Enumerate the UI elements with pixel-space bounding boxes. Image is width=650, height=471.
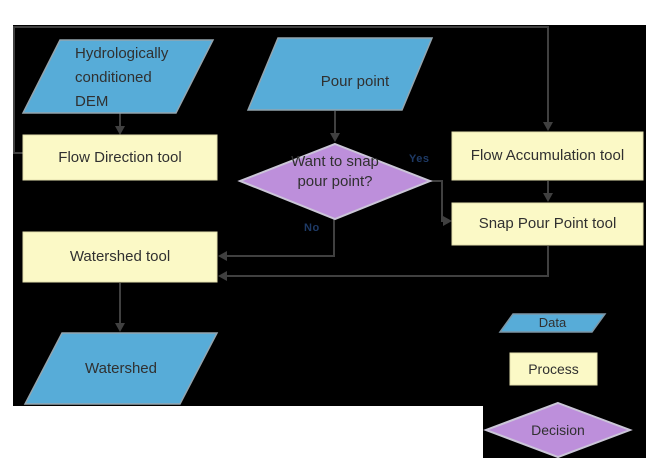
decision-label: Want to snap pour point? (245, 152, 425, 192)
flow-direction-label: Flow Direction tool (58, 149, 182, 166)
pour-point-label: Pour point (320, 73, 390, 90)
legend-data-label: Data (538, 315, 567, 330)
flow-accumulation-box (451, 131, 644, 181)
no-branch-label: No (304, 222, 320, 234)
connector-decision-yes-to-snap (430, 180, 443, 222)
yes-branch-label: Yes (409, 153, 430, 165)
arrowhead-snap-into-watershed-tool (218, 271, 227, 281)
arrowhead-no-into-watershed-tool (218, 251, 227, 261)
legend-process-box (509, 352, 598, 386)
arrowhead-into-flow-accumulation (543, 122, 553, 131)
arrowhead-into-snap-top (543, 193, 553, 202)
connector-snap-to-watershed-tool (227, 246, 549, 277)
watershed-tool-box (22, 231, 218, 283)
legend-decision-label: Decision (531, 422, 585, 438)
dem-label-line2: conditioned (75, 69, 152, 86)
legend-decision-diamond (483, 401, 633, 459)
dem-label-line3: DEM (75, 93, 109, 110)
connector-flow-direction-to-flow-accumulation (13, 26, 549, 154)
dem-label-line1: Hydrologically (75, 45, 169, 62)
connector-decision-no-to-watershed-tool (227, 219, 335, 257)
legend-process-label: Process (528, 361, 579, 377)
snap-pour-point-label: Snap Pour Point tool (478, 215, 617, 232)
flow-accumulation-label: Flow Accumulation tool (470, 147, 625, 164)
decision-label-line2: pour point? (297, 173, 373, 190)
legend-data-parallelogram (498, 313, 607, 333)
arrowhead-into-snap-pour-point (443, 216, 452, 226)
arrowhead-into-watershed (115, 323, 125, 332)
dem-label: Hydrologically conditioned DEM (75, 42, 205, 114)
snap-pour-point-box (451, 202, 644, 246)
decision-label-line1: Want to snap (291, 153, 379, 170)
arrowhead-dem-to-flow-direction (115, 126, 125, 135)
watershed-label: Watershed (85, 360, 157, 377)
dem-parallelogram (21, 39, 215, 114)
pour-point-parallelogram (246, 37, 434, 111)
watershed-parallelogram (23, 332, 219, 405)
decision-diamond (237, 142, 433, 221)
watershed-tool-label: Watershed tool (69, 248, 171, 265)
arrowhead-into-decision (330, 133, 340, 142)
flow-direction-box (22, 134, 218, 181)
